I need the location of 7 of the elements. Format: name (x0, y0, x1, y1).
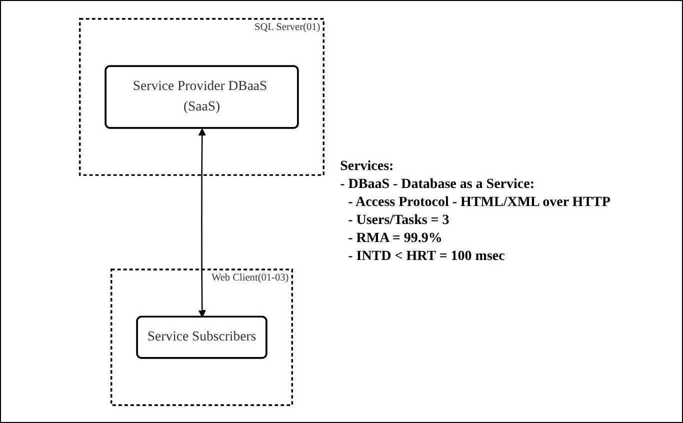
note-text: Services: (340, 158, 395, 174)
note-text: - INTD < HRT = 100 msec (347, 248, 506, 264)
note-text: - Access Protocol - HTML/XML over HTTP (347, 194, 610, 210)
note-text: - Users/Tasks = 3 (347, 212, 450, 228)
note-text: - RMA = 99.9% (347, 230, 444, 246)
note-text: - DBaaS - Database as a Service: (340, 176, 536, 192)
arrow (198, 128, 206, 317)
